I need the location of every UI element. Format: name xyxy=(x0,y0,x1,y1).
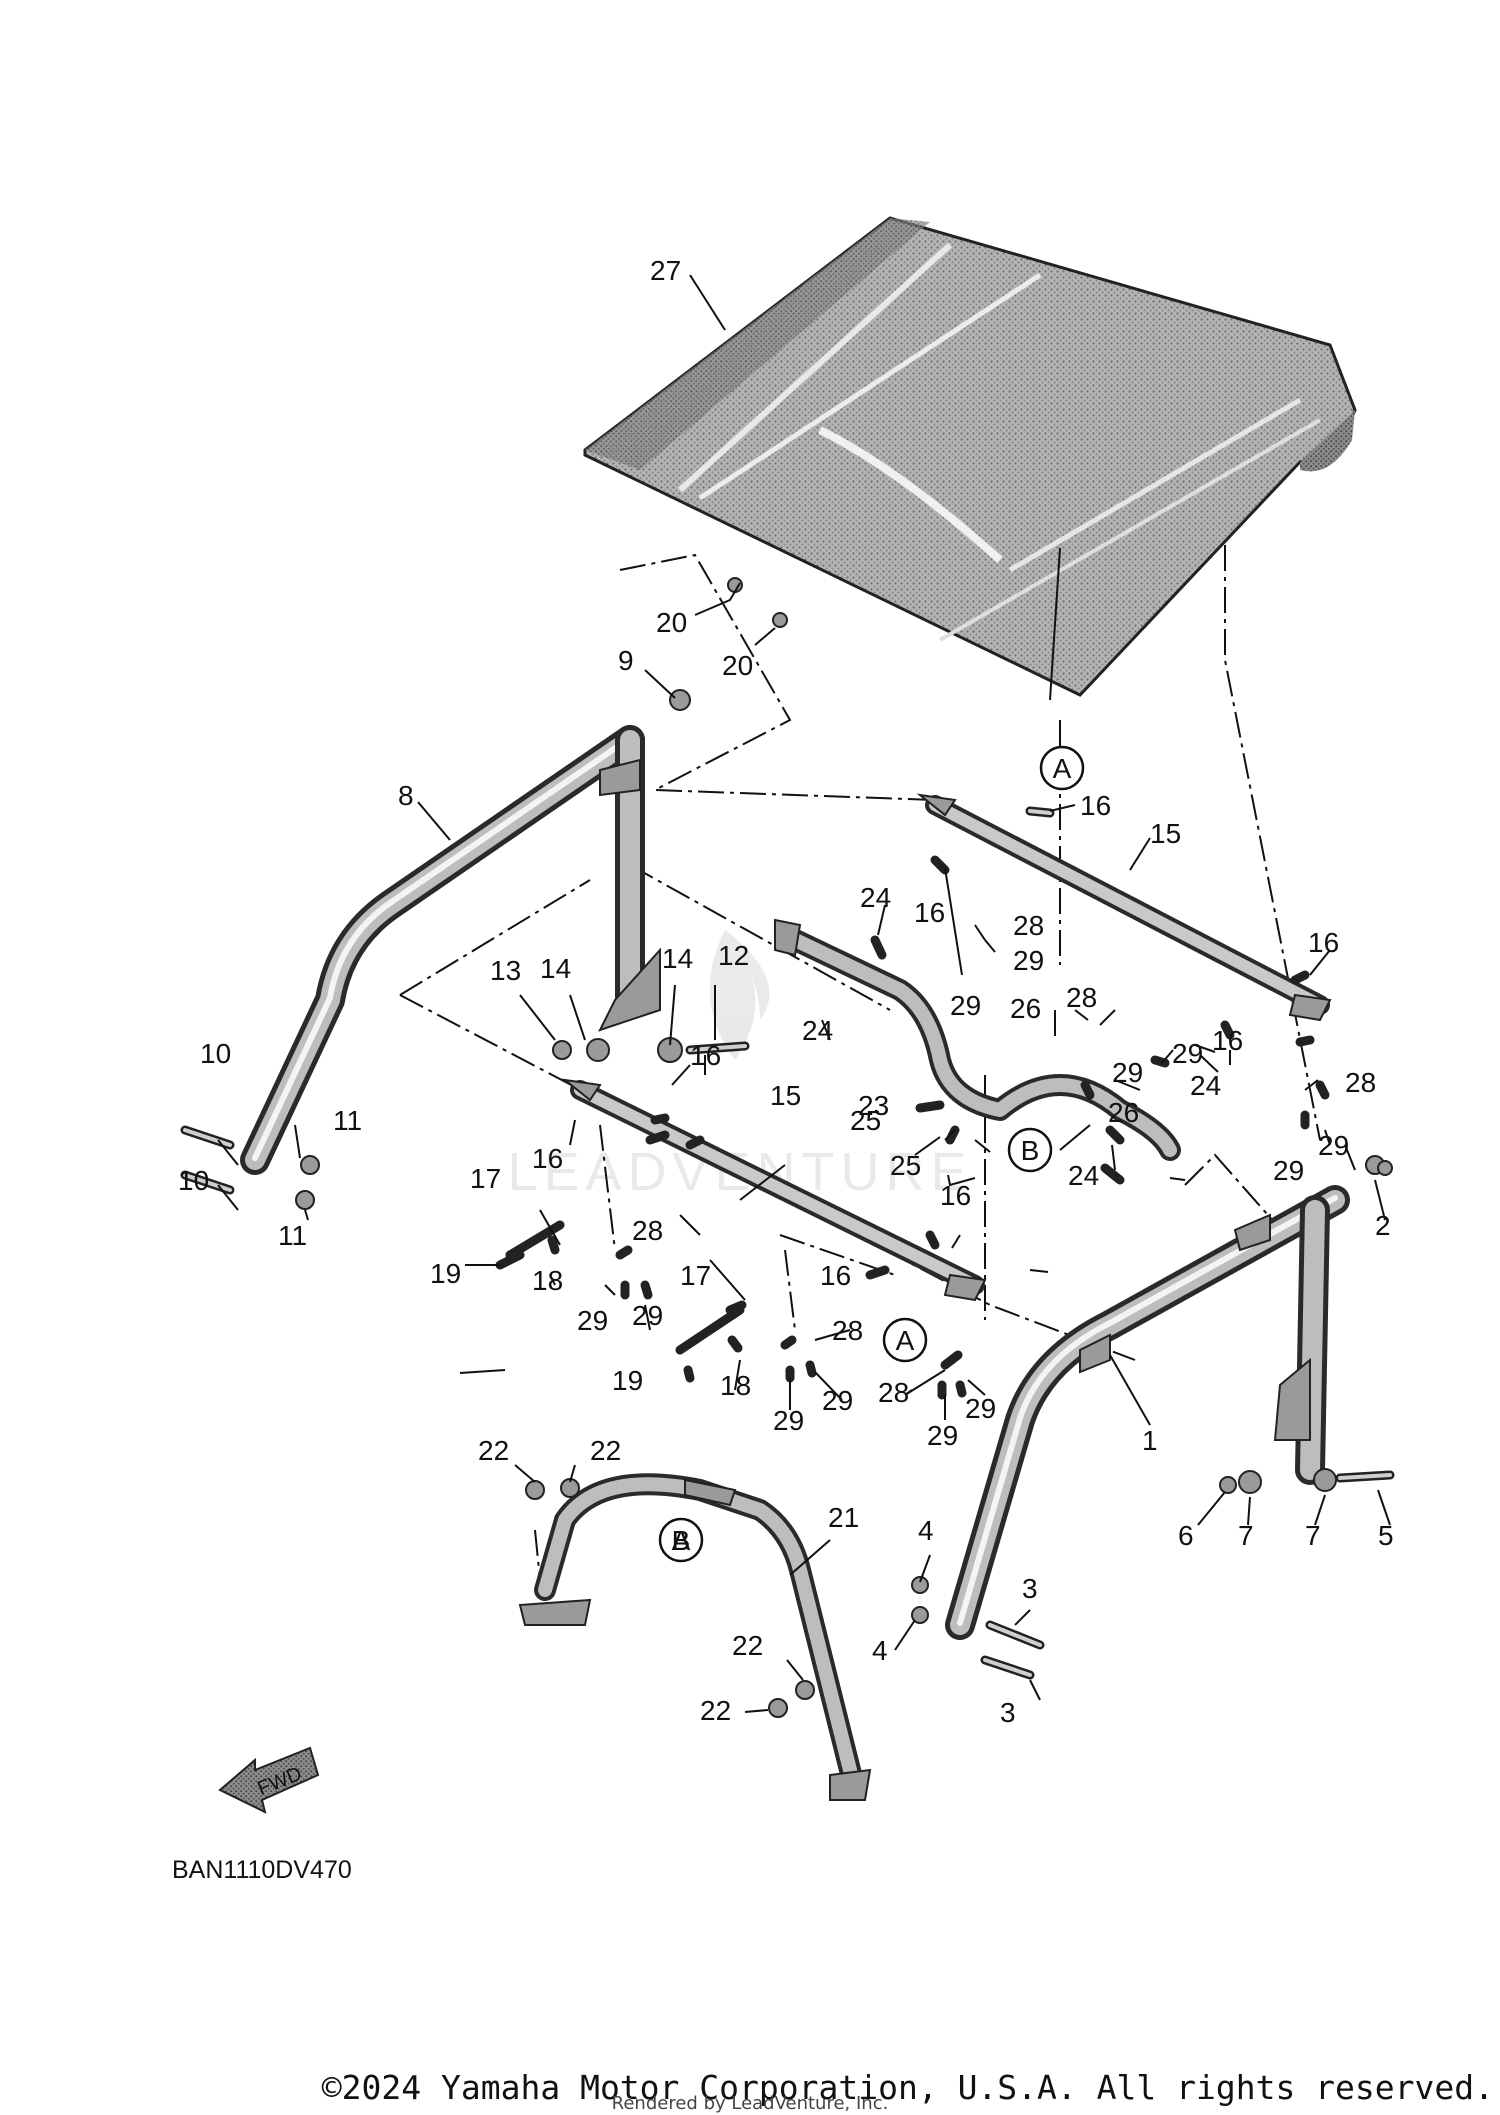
callout-22: 22 xyxy=(478,1435,509,1466)
callout-15: 15 xyxy=(770,1080,801,1111)
callout-10: 10 xyxy=(178,1165,209,1196)
diagram-code: BAN1110DV470 xyxy=(172,1856,352,1884)
callout-24: 24 xyxy=(802,1015,833,1046)
callout-29: 29 xyxy=(1273,1155,1304,1186)
callout-20: 20 xyxy=(656,607,687,638)
rear-lower-frame xyxy=(518,1473,872,1801)
callout-b: B xyxy=(672,1525,691,1556)
callout-3: 3 xyxy=(1022,1573,1038,1604)
callout-16: 16 xyxy=(1308,927,1339,958)
callout-20: 20 xyxy=(722,650,753,681)
callout-7: 7 xyxy=(1238,1520,1254,1551)
callout-28: 28 xyxy=(1066,982,1097,1013)
callout-a: A xyxy=(896,1325,915,1356)
roof-cross-bar-rear xyxy=(561,1078,987,1302)
callout-2: 2 xyxy=(1375,1210,1391,1241)
callout-27: 27 xyxy=(650,255,681,286)
callout-22: 22 xyxy=(590,1435,621,1466)
callout-11: 11 xyxy=(333,1105,362,1136)
callout-29: 29 xyxy=(822,1385,853,1416)
callout-22: 22 xyxy=(732,1630,763,1661)
callout-24: 24 xyxy=(1190,1070,1221,1101)
callout-8: 8 xyxy=(398,780,414,811)
callout-17: 17 xyxy=(680,1260,711,1291)
callout-29: 29 xyxy=(1112,1057,1143,1088)
fwd-arrow-icon: FWD xyxy=(218,1746,320,1814)
callout-9: 9 xyxy=(618,645,634,676)
copyright-notice: ©2024 Yamaha Motor Corporation, U.S.A. A… xyxy=(0,2068,1500,2107)
callout-12: 12 xyxy=(718,940,749,971)
leader-lines xyxy=(217,274,1391,1713)
callout-16: 16 xyxy=(1212,1025,1243,1056)
callout-29: 29 xyxy=(965,1393,996,1424)
callout-16: 16 xyxy=(532,1143,563,1174)
callout-16: 16 xyxy=(690,1040,721,1071)
callout-10: 10 xyxy=(200,1038,231,1069)
callout-29: 29 xyxy=(1013,945,1044,976)
callout-26: 26 xyxy=(1108,1097,1139,1128)
callout-26: 26 xyxy=(1010,993,1041,1024)
callout-22: 22 xyxy=(700,1695,731,1726)
callout-23: 23 xyxy=(858,1090,889,1121)
roof-panel xyxy=(583,216,1357,697)
rendered-by-notice: Rendered by LeadVenture, Inc. xyxy=(611,2093,889,2114)
callouts: 27 20 20 A 9 8 16 15 16 24 28 29 29 16 1… xyxy=(178,255,1394,1728)
fasteners xyxy=(180,577,1395,1718)
callout-19: 19 xyxy=(430,1258,461,1289)
callout-18: 18 xyxy=(720,1370,751,1401)
callout-16: 16 xyxy=(914,897,945,928)
callout-6: 6 xyxy=(1178,1520,1194,1551)
rear-roll-frame xyxy=(240,725,661,1175)
callout-24: 24 xyxy=(1068,1160,1099,1191)
callout-4: 4 xyxy=(872,1635,888,1666)
callout-28: 28 xyxy=(1013,910,1044,941)
callout-1: 1 xyxy=(1142,1425,1158,1456)
front-roll-frame xyxy=(945,1185,1350,1640)
callout-29: 29 xyxy=(950,990,981,1021)
center-stay xyxy=(774,918,1181,1161)
callout-11: 11 xyxy=(278,1220,307,1251)
callout-14: 14 xyxy=(662,943,693,974)
callout-15: 15 xyxy=(1150,818,1181,849)
callout-16: 16 xyxy=(940,1180,971,1211)
callout-3: 3 xyxy=(1000,1697,1016,1728)
callout-28: 28 xyxy=(1345,1067,1376,1098)
callout-29: 29 xyxy=(1172,1038,1203,1069)
callout-19: 19 xyxy=(612,1365,643,1396)
callout-25: 25 xyxy=(850,1105,881,1136)
callout-4: 4 xyxy=(918,1515,934,1546)
callout-24: 24 xyxy=(860,882,891,913)
callout-21: 21 xyxy=(828,1502,859,1533)
callout-a: A xyxy=(672,1525,691,1556)
callout-28: 28 xyxy=(878,1377,909,1408)
callout-29: 29 xyxy=(1318,1130,1349,1161)
callout-18: 18 xyxy=(532,1265,563,1296)
callout-28: 28 xyxy=(632,1215,663,1246)
callout-13: 13 xyxy=(490,955,521,986)
callout-29: 29 xyxy=(632,1300,663,1331)
callout-17: 17 xyxy=(470,1163,501,1194)
callout-29: 29 xyxy=(577,1305,608,1336)
callout-29: 29 xyxy=(773,1405,804,1436)
callout-25: 25 xyxy=(890,1150,921,1181)
callout-16: 16 xyxy=(1080,790,1111,821)
callout-b: B xyxy=(1021,1135,1040,1166)
copyright-text: ©2024 Yamaha Motor Corporation, U.S.A. A… xyxy=(321,2068,1494,2107)
reference-circles xyxy=(658,745,1085,1563)
callout-5: 5 xyxy=(1378,1520,1394,1551)
callout-14: 14 xyxy=(540,953,571,984)
callout-28: 28 xyxy=(832,1315,863,1346)
callout-16: 16 xyxy=(820,1260,851,1291)
callout-29: 29 xyxy=(927,1420,958,1451)
roof-cross-bar-front xyxy=(916,793,1332,1022)
callout-7: 7 xyxy=(1305,1520,1321,1551)
callout-a: A xyxy=(1053,753,1072,784)
watermark: LEADVENTURE xyxy=(507,930,967,1202)
